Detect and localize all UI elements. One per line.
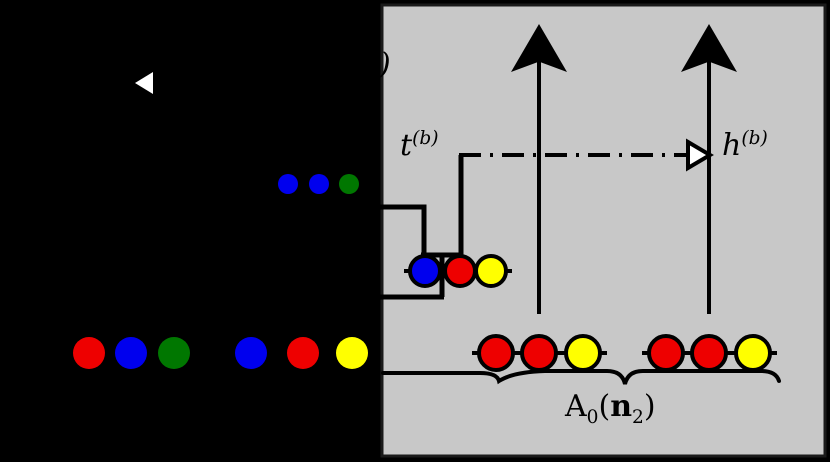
label-t-superscript-b: t(b) xyxy=(400,128,439,163)
node-red-6 xyxy=(647,334,685,372)
node-blue-5 xyxy=(408,254,442,288)
node-red-4 xyxy=(477,334,515,372)
label-t-sup: (b) xyxy=(412,128,439,149)
node-blue-3 xyxy=(115,337,147,369)
label-h-sup: (b) xyxy=(741,128,768,149)
node-yellow-4 xyxy=(734,334,772,372)
node-red-3 xyxy=(443,254,477,288)
panel-corner-label: ) xyxy=(379,47,391,82)
underbrace-path xyxy=(381,369,781,385)
bracket-left-leg xyxy=(378,204,427,255)
hollow-triangle-arrowhead xyxy=(686,138,714,172)
label-a-symbol: A xyxy=(565,389,587,424)
small-node-row xyxy=(278,174,359,194)
node-green-1 xyxy=(339,174,359,194)
highlight-panel xyxy=(380,3,827,458)
label-a-sub: 0 xyxy=(586,407,599,428)
label-paren-open: ( xyxy=(598,389,611,424)
dash-dot-connector xyxy=(459,138,714,172)
node-red-5 xyxy=(520,334,558,372)
node-red-7 xyxy=(690,334,728,372)
mid-node-row xyxy=(408,254,508,288)
label-region-a0-n2: A0(n2) xyxy=(565,392,656,428)
node-green-2 xyxy=(158,337,190,369)
underbrace xyxy=(381,369,781,385)
label-n-sub: 2 xyxy=(632,407,644,428)
label-h-symbol: h xyxy=(722,128,742,163)
node-yellow-2 xyxy=(474,254,508,288)
node-red-1 xyxy=(73,337,105,369)
vertical-arrows xyxy=(511,24,737,314)
node-yellow-3 xyxy=(564,334,602,372)
node-yellow-1 xyxy=(336,337,368,369)
left-pointing-triangle-marker xyxy=(135,72,153,94)
bottom-node-group-1 xyxy=(477,334,602,372)
node-blue-2 xyxy=(309,174,329,194)
masked-node-row xyxy=(73,337,368,369)
bottom-node-group-2 xyxy=(647,334,772,372)
node-red-2 xyxy=(287,337,319,369)
label-paren-close: ) xyxy=(643,389,656,424)
node-blue-4 xyxy=(235,337,267,369)
panel-rect xyxy=(380,3,827,458)
node-blue-1 xyxy=(278,174,298,194)
label-h-superscript-b: h(b) xyxy=(722,128,768,163)
label-n-symbol: n xyxy=(610,389,633,424)
label-t-symbol: t xyxy=(400,128,413,163)
